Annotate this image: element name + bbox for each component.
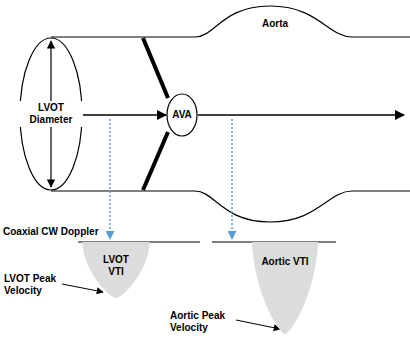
valve-leaflet [143, 132, 168, 190]
doppler-beam [231, 119, 233, 239]
flow-arrow [198, 114, 404, 116]
ellipse-outline-shape [167, 94, 197, 136]
vti-envelope: LVOT VTI [82, 242, 150, 298]
vessel-wall [51, 191, 410, 222]
envelope-fill-shape [252, 242, 318, 334]
vessel-wall [51, 6, 410, 37]
node-text: Aortic VTI [260, 256, 310, 268]
flow-arrow [83, 114, 166, 116]
ava-ellipse: AVA [166, 93, 198, 137]
leader-arrow [236, 320, 280, 329]
doppler-beam [109, 119, 111, 239]
ellipse-outline-shape [20, 38, 82, 190]
node-text: LVOT VTI [96, 254, 136, 278]
doppler-label: Coaxial CW Doppler [3, 226, 113, 238]
velocity-label: LVOT Peak Velocity [4, 273, 62, 297]
leader-arrow [62, 284, 103, 292]
vessel-name: Aorta [262, 18, 322, 30]
node-text: AVA [172, 109, 192, 121]
velocity-label: Aortic Peak Velocity [170, 310, 234, 334]
node-text: LVOT Diameter [19, 101, 83, 127]
envelope-fill-shape [82, 242, 150, 298]
lvot-ellipse: LVOT Diameter [19, 37, 83, 191]
vti-envelope: Aortic VTI [252, 242, 318, 334]
envelope-fill [252, 242, 318, 334]
valve-leaflet [143, 38, 168, 98]
